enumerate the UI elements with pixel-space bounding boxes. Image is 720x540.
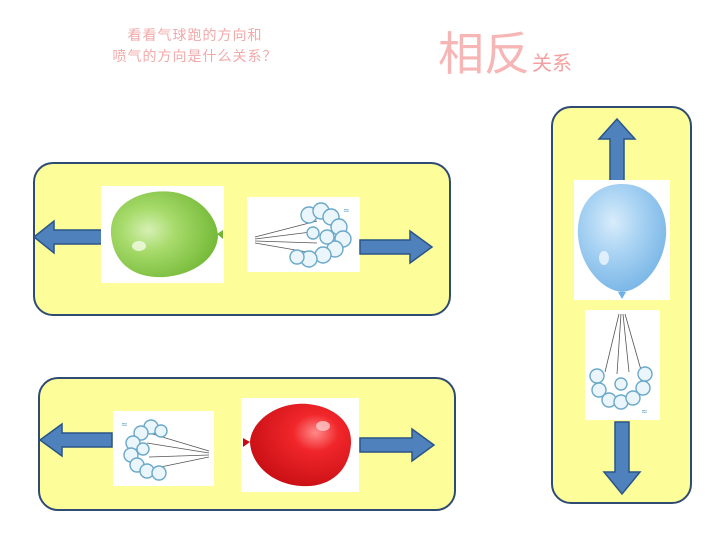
arrow-up-icon (597, 117, 637, 182)
gas-cloud-card-1: ≈ (247, 197, 360, 272)
arrow-left-icon (38, 422, 113, 458)
arrow-left-icon (32, 219, 105, 255)
arrow-right-icon (359, 427, 436, 463)
answer-main: 相反 (438, 27, 530, 81)
green-balloon-icon (110, 191, 223, 278)
answer-text: 相反关系 (438, 18, 572, 84)
gas-jet-icon: ≈ (589, 313, 653, 416)
blue-balloon-card (574, 180, 670, 300)
red-balloon-card (241, 398, 359, 492)
svg-text:≈: ≈ (641, 407, 648, 416)
answer-suffix: 关系 (532, 51, 572, 75)
question-text: 看看气球跑的方向和 喷气的方向是什么关系？ (60, 26, 330, 68)
question-line-1: 看看气球跑的方向和 (127, 28, 263, 44)
svg-text:≈: ≈ (121, 420, 128, 429)
svg-text:≈: ≈ (343, 206, 350, 215)
arrow-right-icon (359, 229, 434, 265)
gas-cloud-card-3: ≈ (585, 310, 660, 420)
question-line-2: 喷气的方向是什么关系？ (112, 49, 278, 65)
blue-balloon-icon (577, 184, 667, 299)
gas-jet-icon: ≈ (121, 419, 210, 481)
green-balloon-card (101, 186, 224, 283)
gas-cloud-card-2: ≈ (113, 411, 214, 486)
arrow-down-icon (602, 421, 642, 496)
red-balloon-icon (243, 403, 352, 487)
gas-jet-icon: ≈ (254, 202, 352, 268)
